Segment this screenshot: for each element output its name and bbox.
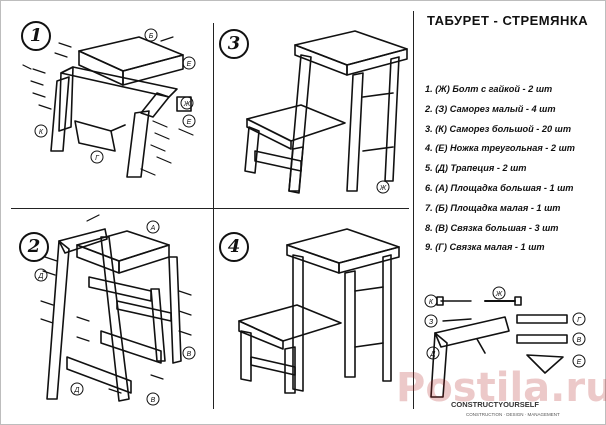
legend-drawing: К Ж З Д Г В Е bbox=[424, 286, 586, 398]
part-tag: Г bbox=[95, 155, 100, 162]
vertical-divider-2 bbox=[413, 11, 414, 409]
part-tag: К bbox=[429, 299, 434, 306]
part-tag: К bbox=[39, 129, 44, 136]
part-tag: В bbox=[187, 351, 192, 358]
part-tag: Е bbox=[187, 61, 192, 68]
parts-list-item: 3. (К) Саморез большой - 20 шт bbox=[425, 123, 572, 134]
parts-list-item: 7. (Б) Площадка малая - 1 шт bbox=[425, 202, 561, 213]
part-tag: В bbox=[577, 337, 582, 344]
part-tag: З bbox=[429, 319, 434, 326]
step4-drawing bbox=[238, 228, 400, 394]
logo: CONSTRUCTYOURSELF bbox=[451, 400, 539, 409]
parts-list-item: 1. (Ж) Болт с гайкой - 2 шт bbox=[425, 84, 553, 94]
step-number-4: 4 bbox=[219, 232, 249, 262]
horizontal-divider bbox=[11, 208, 409, 209]
watermark: Postila.ru bbox=[396, 365, 606, 411]
step2-drawing: Д А В В Д bbox=[34, 214, 196, 406]
part-tag: А bbox=[150, 225, 156, 232]
part-tag: Д bbox=[430, 351, 436, 358]
part-tag: Е bbox=[577, 359, 582, 366]
parts-list-item: 2. (З) Саморез малый - 4 шт bbox=[425, 103, 556, 114]
parts-list-item: 4. (Е) Ножка треугольная - 2 шт bbox=[425, 143, 575, 154]
step1-drawing: Б Е Ж Е К Г bbox=[22, 28, 196, 178]
parts-list-item: 8. (В) Связка большая - 3 шт bbox=[425, 222, 559, 233]
part-tag: Ж bbox=[183, 101, 191, 108]
part-tag: Ж bbox=[495, 291, 503, 298]
part-tag: Б bbox=[149, 33, 154, 40]
part-tag: Г bbox=[577, 317, 582, 324]
step-number-3: 3 bbox=[219, 29, 249, 59]
parts-list: 1. (Ж) Болт с гайкой - 2 шт 2. (З) Самор… bbox=[425, 83, 601, 261]
step-number-1: 1 bbox=[21, 21, 51, 51]
vertical-divider-1 bbox=[213, 23, 214, 409]
part-tag: Д bbox=[38, 273, 44, 280]
part-tag: Ж bbox=[379, 185, 387, 192]
step3-drawing: Ж bbox=[244, 30, 408, 194]
parts-list-item: 9. (Г) Связка малая - 1 шт bbox=[425, 242, 545, 253]
parts-list-item: 6. (А) Площадка большая - 1 шт bbox=[425, 182, 574, 193]
part-tag: Д bbox=[74, 387, 80, 394]
parts-list-item: 5. (Д) Трапеция - 2 шт bbox=[425, 163, 527, 174]
part-tag: В bbox=[151, 397, 156, 404]
step-number-2: 2 bbox=[19, 232, 49, 262]
diagram-title: ТАБУРЕТ - СТРЕМЯНКА bbox=[427, 13, 589, 28]
logo-subtitle: CONSTRUCTION · DESIGN · MANAGEMENT bbox=[466, 412, 560, 417]
part-tag: Е bbox=[187, 119, 192, 126]
